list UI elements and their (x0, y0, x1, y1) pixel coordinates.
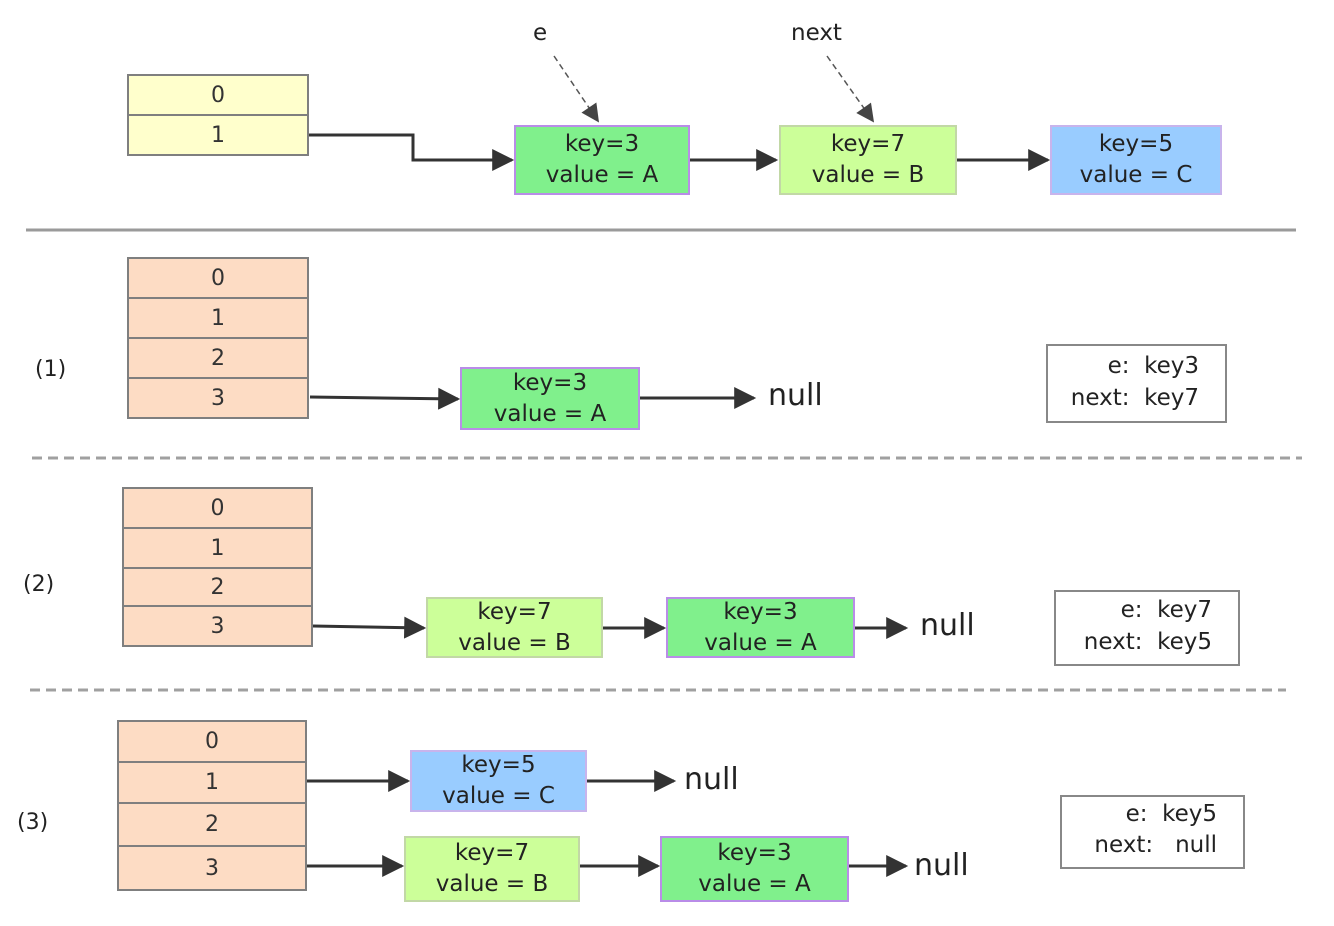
s3-bucket-3: 3 (117, 845, 307, 891)
node-key: key=7 (454, 840, 530, 866)
state-next-label: next: (1094, 832, 1154, 858)
s3-node-key7: key=7 value = B (404, 836, 580, 902)
s3-state-box: e: key5 next: null (1060, 795, 1245, 869)
s1-bucket-2: 2 (127, 337, 309, 379)
node-value: value = A (545, 162, 659, 188)
s2-bucket-2: 2 (122, 567, 313, 607)
s2-node-key7: key=7 value = B (426, 597, 603, 658)
node-key: key=3 (512, 369, 588, 396)
pointer-arrow-next (826, 55, 875, 123)
state-next-value: key5 (1157, 629, 1212, 655)
pointer-arrow-e (553, 55, 600, 123)
step-label-2: (2) (23, 572, 55, 597)
node-key: key=7 (830, 131, 906, 157)
node-value: value = A (704, 629, 817, 656)
s2-node-key3: key=3 value = A (666, 597, 855, 658)
step-label-3: (3) (17, 810, 49, 835)
top-node-key7: key=7 value = B (779, 125, 957, 195)
top-node-key3: key=3 value = A (514, 125, 690, 195)
arrow-s2-bucket-to-key7 (312, 616, 427, 639)
s1-null: null (768, 378, 823, 413)
s1-bucket-0: 0 (127, 257, 309, 299)
s3-null-lower: null (914, 848, 969, 883)
top-bucket-1: 1 (127, 114, 309, 156)
s3-bucket-0: 0 (117, 720, 307, 763)
pointer-label-e: e (533, 20, 548, 46)
arrow-s1-bucket-to-key3 (309, 387, 461, 410)
state-next-value: key7 (1144, 385, 1199, 411)
state-next-value: null (1175, 832, 1217, 858)
state-e-value: key3 (1144, 353, 1199, 379)
state-next-label: next: (1070, 385, 1130, 411)
node-value: value = B (811, 162, 925, 188)
node-value: value = B (435, 871, 549, 897)
s2-bucket-1: 1 (122, 527, 313, 569)
node-value: value = C (1079, 162, 1193, 188)
s2-bucket-0: 0 (122, 487, 313, 529)
step-label-1: (1) (35, 357, 67, 382)
arrow-top-bucket-to-key3 (308, 133, 515, 171)
node-key: key=3 (564, 131, 640, 157)
s3-null-upper: null (684, 762, 739, 797)
state-e-value: key7 (1157, 597, 1212, 623)
state-e-label: e: (1120, 597, 1143, 623)
node-key: key=5 (1098, 131, 1174, 157)
s2-bucket-3: 3 (122, 605, 313, 647)
s1-node-key3: key=3 value = A (460, 367, 640, 430)
pointer-label-next: next (791, 20, 842, 46)
top-bucket-0: 0 (127, 74, 309, 116)
state-e-value: key5 (1162, 801, 1217, 827)
s3-bucket-1: 1 (117, 761, 307, 804)
node-value: value = A (698, 871, 811, 897)
state-next-label: next: (1083, 629, 1143, 655)
s3-bucket-2: 2 (117, 802, 307, 847)
s3-node-key3: key=3 value = A (660, 836, 849, 902)
node-key: key=3 (723, 598, 798, 625)
state-e-label: e: (1125, 801, 1148, 827)
s3-node-key5: key=5 value = C (410, 750, 587, 812)
node-value: value = B (458, 629, 571, 656)
node-value: value = C (442, 783, 555, 809)
s1-bucket-1: 1 (127, 297, 309, 339)
node-key: key=7 (477, 598, 552, 625)
node-value: value = A (493, 400, 607, 427)
s2-null: null (920, 608, 975, 643)
s1-bucket-3: 3 (127, 377, 309, 419)
state-e-label: e: (1107, 353, 1130, 379)
node-key: key=5 (461, 752, 536, 778)
node-key: key=3 (717, 840, 792, 866)
s1-state-box: e: key3 next: key7 (1046, 344, 1227, 423)
s2-state-box: e: key7 next: key5 (1054, 590, 1240, 666)
top-node-key5: key=5 value = C (1050, 125, 1222, 195)
